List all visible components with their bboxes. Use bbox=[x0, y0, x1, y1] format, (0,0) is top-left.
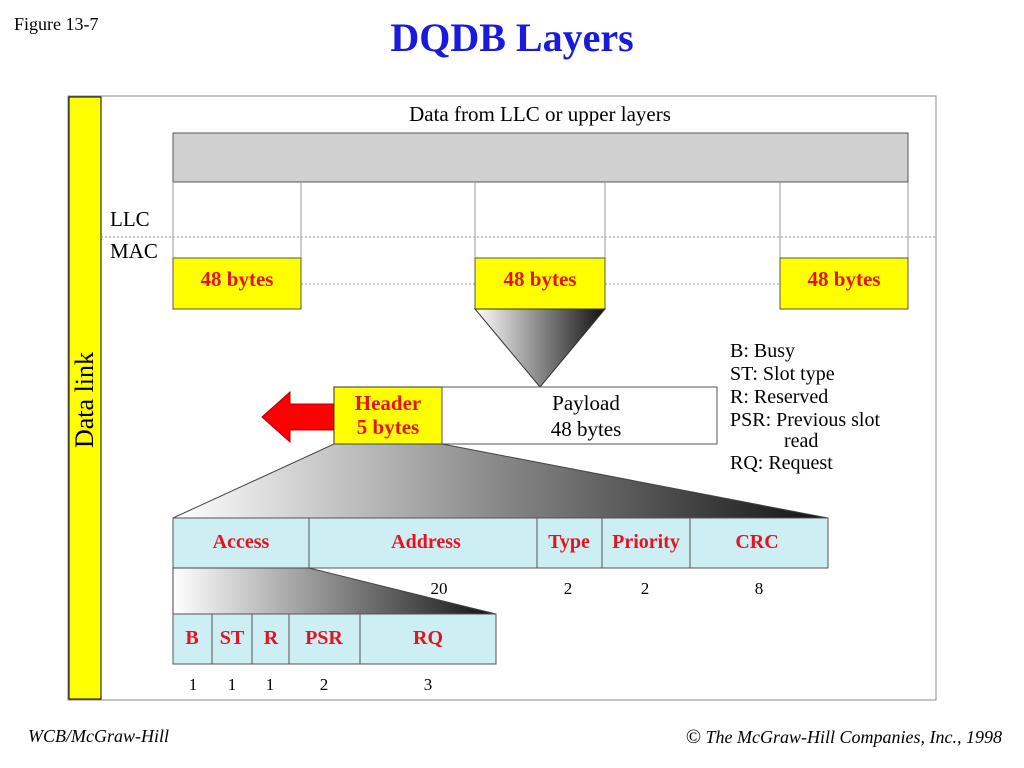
segment-2 bbox=[474, 257, 606, 310]
field-size: 8 bbox=[755, 579, 764, 598]
field-priority-label: Priority bbox=[612, 531, 680, 553]
header-fields-row: Access Address Type Priority CRC bbox=[172, 517, 829, 569]
segment-1 bbox=[172, 257, 302, 310]
legend-line: R: Reserved bbox=[730, 386, 828, 408]
footer-publisher: WCB/McGraw-Hill bbox=[28, 726, 169, 746]
field-access-label: Access bbox=[213, 531, 270, 553]
segment-3-label: 48 bytes bbox=[808, 267, 881, 291]
field-address-label: Address bbox=[391, 531, 461, 553]
footer-copyright-text: The McGraw-Hill Companies, Inc., 1998 bbox=[705, 727, 1002, 747]
header-box bbox=[333, 386, 443, 445]
mac-label: MAC bbox=[110, 239, 158, 263]
figure-label: Figure 13-7 bbox=[14, 14, 99, 34]
segment-2-label: 48 bytes bbox=[504, 267, 577, 291]
legend: B: Busy ST: Slot type R: Reserved PSR: P… bbox=[730, 340, 880, 474]
legend-line: B: Busy bbox=[730, 340, 795, 362]
field-size: 2 bbox=[641, 579, 650, 598]
header-field-sizes: 20 2 2 8 bbox=[431, 579, 764, 598]
data-link-label: Data link bbox=[70, 352, 99, 448]
segment-funnel bbox=[473, 308, 607, 388]
header-box-line1: Header bbox=[355, 391, 421, 415]
payload-box-line1: Payload bbox=[552, 391, 620, 415]
payload-box-line2: 48 bytes bbox=[551, 417, 622, 441]
payload-box bbox=[441, 386, 718, 445]
field-crc-label: CRC bbox=[735, 531, 778, 553]
access-fields-row: B ST R PSR RQ bbox=[172, 613, 497, 665]
page-title: DQDB Layers bbox=[390, 15, 634, 60]
segment-3 bbox=[779, 257, 909, 310]
legend-line: ST: Slot type bbox=[730, 363, 835, 385]
data-link-band bbox=[68, 96, 102, 700]
subfield-size: 3 bbox=[424, 675, 433, 694]
field-type bbox=[536, 517, 603, 569]
segment-guides bbox=[172, 182, 909, 258]
legend-line: RQ: Request bbox=[730, 452, 833, 474]
header-box-line2: 5 bytes bbox=[357, 415, 419, 439]
field-access bbox=[172, 517, 310, 569]
legend-line: PSR: Previous slot bbox=[730, 409, 880, 431]
access-field-sizes: 1 1 1 2 3 bbox=[189, 675, 433, 694]
field-size: 20 bbox=[431, 579, 448, 598]
legend-line: read bbox=[784, 430, 818, 452]
subfield-rq-label: RQ bbox=[413, 627, 443, 649]
footer-copyright: © The McGraw-Hill Companies, Inc., 1998 bbox=[686, 726, 1002, 749]
segment-1-label: 48 bytes bbox=[201, 267, 274, 291]
field-type-label: Type bbox=[548, 531, 590, 553]
subfield-size: 2 bbox=[320, 675, 329, 694]
subfield-st-label: ST bbox=[220, 627, 245, 649]
subfield-rq bbox=[359, 613, 497, 665]
field-size: 2 bbox=[564, 579, 573, 598]
llc-label: LLC bbox=[110, 207, 150, 231]
copyright-icon: © bbox=[685, 726, 702, 748]
llc-data-bar bbox=[172, 132, 909, 183]
subfield-size: 1 bbox=[228, 675, 237, 694]
subfield-b bbox=[172, 613, 213, 665]
field-priority bbox=[601, 517, 691, 569]
subfield-st bbox=[211, 613, 253, 665]
subfield-size: 1 bbox=[266, 675, 275, 694]
subfield-size: 1 bbox=[189, 675, 198, 694]
subfield-r-label: R bbox=[264, 627, 279, 649]
upper-layers-label: Data from LLC or upper layers bbox=[409, 102, 671, 126]
field-crc bbox=[689, 517, 829, 569]
subfield-psr-label: PSR bbox=[305, 627, 343, 649]
field-address bbox=[308, 517, 538, 569]
subfield-r bbox=[251, 613, 290, 665]
subfield-b-label: B bbox=[185, 627, 198, 649]
